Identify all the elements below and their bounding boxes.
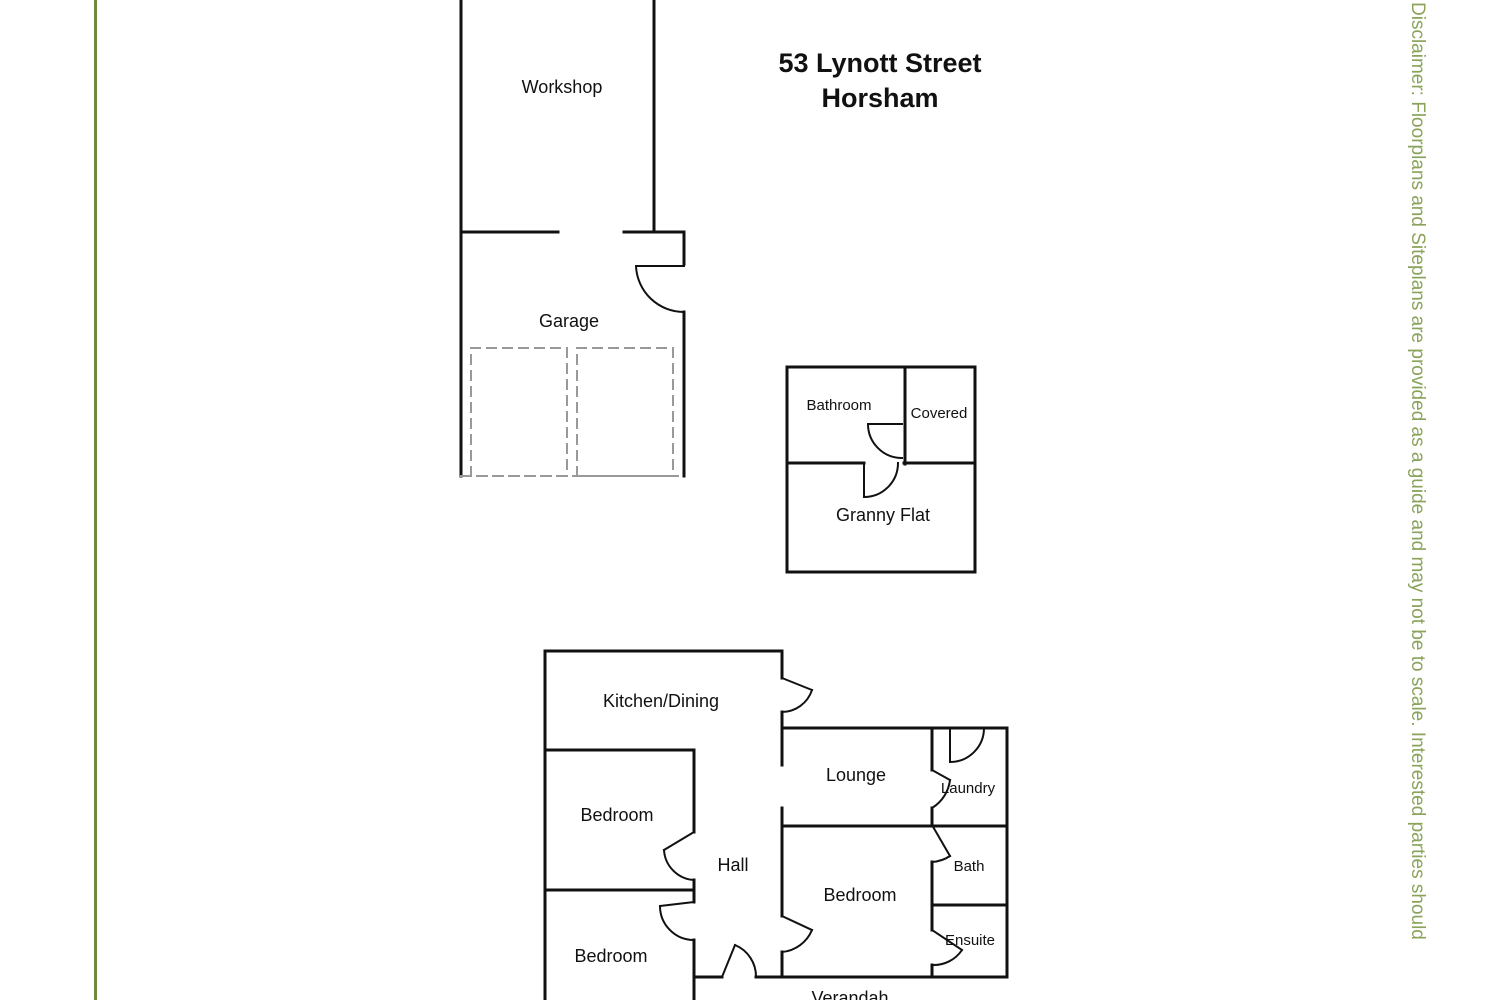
garage-door-swing — [634, 264, 686, 314]
address-line-1: 53 Lynott Street — [778, 48, 982, 78]
room-label-granny-flat: Granny Flat — [836, 505, 930, 525]
outbuilding-walls — [459, 0, 686, 478]
room-label-lounge: Lounge — [826, 765, 886, 785]
room-label-bath: Bath — [954, 858, 985, 875]
granny-flat-doors — [862, 422, 904, 499]
granny-flat-walls — [785, 365, 977, 574]
room-label-bathroom: Bathroom — [806, 397, 871, 414]
address-line-2: Horsham — [821, 83, 939, 113]
room-label-bedroom-1: Bedroom — [580, 805, 653, 825]
room-label-garage: Garage — [539, 311, 599, 331]
page-border — [94, 0, 97, 1000]
room-label-covered: Covered — [911, 405, 968, 422]
room-label-kitchen-dining: Kitchen/Dining — [603, 691, 719, 711]
room-label-ensuite: Ensuite — [945, 932, 995, 949]
house-walls — [543, 649, 1009, 1000]
room-label-bedroom-2: Bedroom — [823, 885, 896, 905]
room-label-workshop: Workshop — [522, 77, 603, 97]
disclaimer: Disclaimer: Floorplans and Siteplans are… — [1400, 0, 1440, 1000]
room-label-laundry: Laundry — [941, 780, 996, 797]
room-label-verandah: Verandah — [811, 988, 888, 1000]
room-label-bedroom-3: Bedroom — [574, 946, 647, 966]
room-label-hall: Hall — [717, 855, 748, 875]
house-doors — [658, 676, 986, 979]
disclaimer-text: Disclaimer: Floorplans and Siteplans are… — [1407, 2, 1428, 940]
garage-car-bays — [460, 347, 685, 477]
